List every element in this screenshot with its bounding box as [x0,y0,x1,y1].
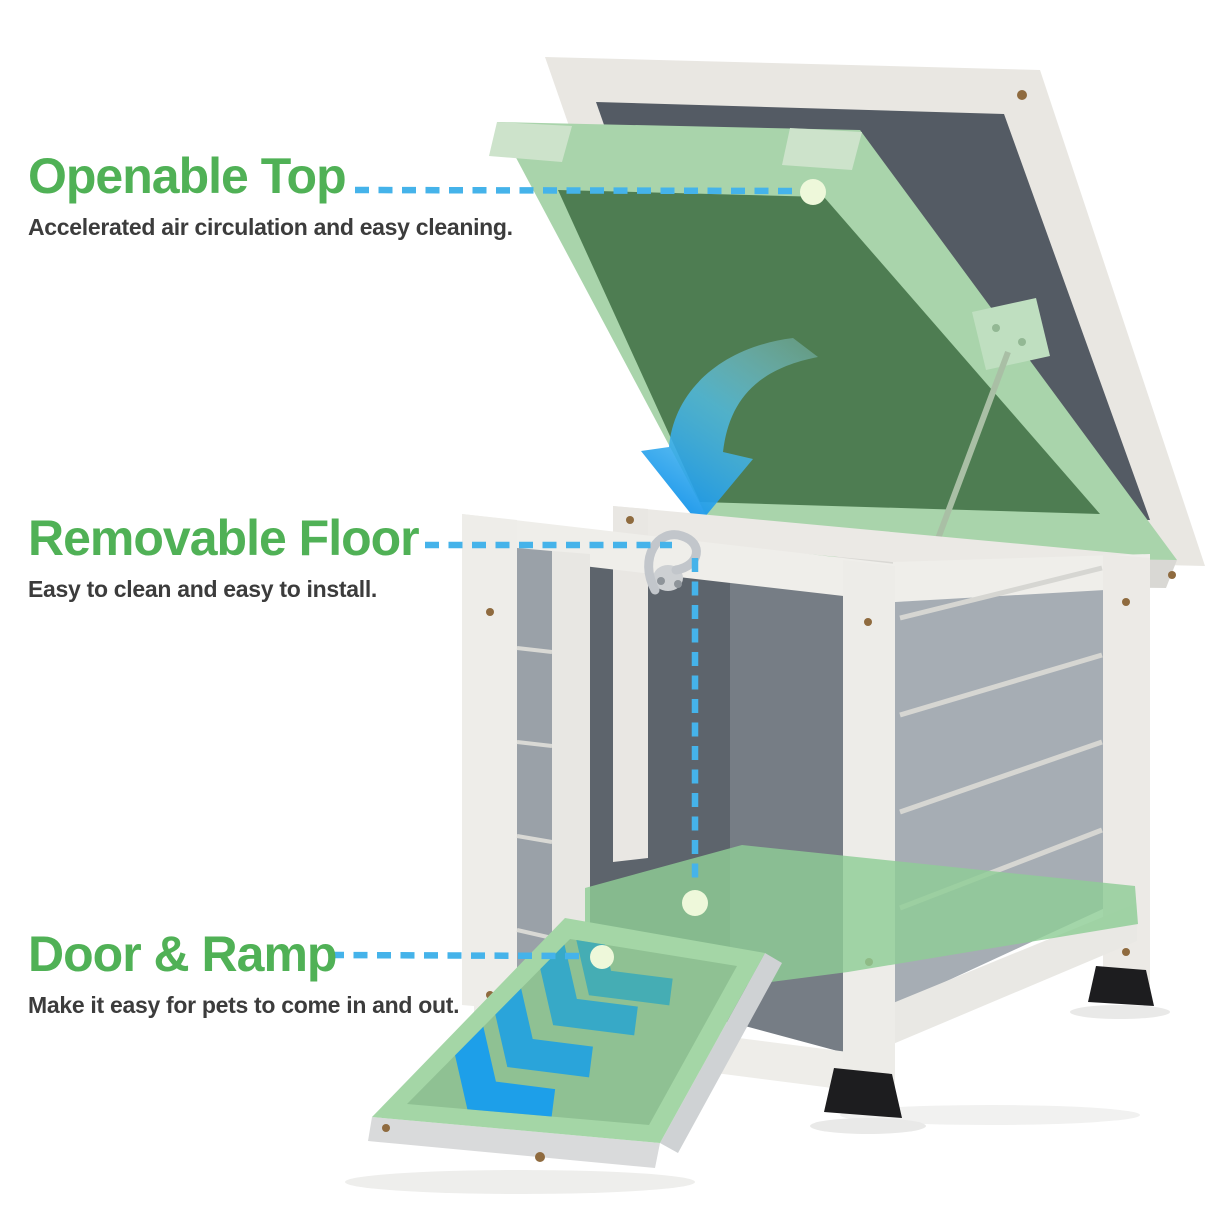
left-slat-panel [517,548,552,1023]
screw [486,608,494,616]
lid-corner-block-right [782,128,862,170]
ground-shadow [1070,1005,1170,1019]
leader-line-door-ramp [329,951,581,960]
feature-subtitle: Make it easy for pets to come in and out… [28,991,460,1018]
chevron-icon [449,1023,556,1123]
chevron-icon [570,939,673,1006]
callout-dot-door-ramp [590,945,614,969]
feature-title: Door & Ramp [28,926,337,982]
slat-line [516,928,553,940]
slat-line [899,652,1103,718]
ground-shadow [810,1118,926,1134]
right-top-rail [893,554,1150,602]
gas-strut [927,350,1011,562]
door-ramp [345,918,782,1194]
front-left-post [462,514,517,1010]
ramp-screw [535,1152,545,1162]
openable-lid [489,57,1205,588]
slat-line [516,834,553,844]
slat-line [516,646,553,654]
chevron-icon [488,979,593,1078]
front-right-post [843,560,895,1078]
chevron-icon [534,939,638,1036]
callout-openable-top: Openable Top Accelerated air circulation… [28,150,513,241]
ground-shadow [345,1170,695,1194]
screw [864,618,872,626]
slat-line [516,740,553,748]
feature-title: Openable Top [28,148,347,204]
lid-edge-screw [1168,571,1176,579]
feature-subtitle: Easy to clean and easy to install. [28,575,377,602]
ramp-side-edge [660,953,782,1153]
screw [1122,598,1130,606]
lid-screw [1017,90,1027,100]
feature-title: Removable Floor [28,510,420,566]
slat-line [899,739,1103,815]
callout-dot-openable-top [800,179,826,205]
ground-shadow [840,1105,1140,1125]
callout-door-ramp: Door & Ramp Make it easy for pets to com… [28,928,459,1019]
ramp-bottom-edge [368,1117,660,1168]
curved-arrow-icon [641,338,818,524]
leader-line-openable-top [354,186,799,195]
right-bottom-rail [893,903,1137,1044]
bracket-screw [992,324,1000,332]
back-left-post [613,506,648,862]
slat-line [899,565,1103,621]
door-jamb [552,551,590,1020]
direction-chevron-icons [449,939,673,1123]
mounting-bracket [972,298,1050,370]
feature-subtitle: Accelerated air circulation and easy cle… [28,213,513,240]
front-top-rail [462,514,895,602]
back-right-post [1103,554,1150,986]
screw [1122,948,1130,956]
leg-foot [824,1068,902,1118]
callout-dot-removable-floor [682,890,708,916]
ramp-screw [382,1124,390,1132]
leg-foot [1088,966,1154,1006]
leader-lines [329,186,799,960]
bracket-screw [1018,338,1026,346]
screw [626,516,634,524]
callout-removable-floor: Removable Floor Easy to clean and easy t… [28,510,420,603]
lid-corner-block-left [489,122,572,162]
